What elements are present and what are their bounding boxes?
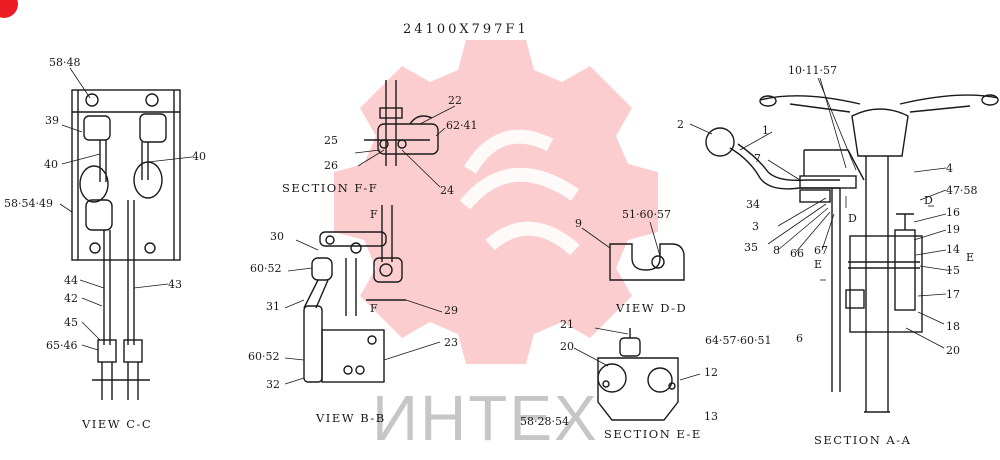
section-a-a <box>689 77 999 413</box>
callout: 58·54·49 <box>4 197 53 210</box>
drawing-title: 24100X797F1 <box>403 22 529 37</box>
callout: 40 <box>44 158 58 171</box>
callout: 10·11·57 <box>788 64 837 77</box>
callout: F <box>370 208 378 221</box>
callout: 21 <box>560 318 574 331</box>
callout: D <box>924 194 933 207</box>
caption-section-a-a: SECTION A-A <box>814 433 911 447</box>
view-c-c <box>59 67 193 400</box>
section-e-e <box>573 327 701 421</box>
callout: 19 <box>946 223 960 236</box>
callout: 60·52 <box>248 350 280 363</box>
callout: 15 <box>946 264 960 277</box>
callout: 16 <box>946 206 960 219</box>
caption-section-e-e: SECTION E-E <box>604 427 702 441</box>
callout: 12 <box>704 366 718 379</box>
callout: 2 <box>677 118 684 131</box>
callout: 24 <box>440 184 454 197</box>
callout: 1 <box>762 124 769 137</box>
callout: E <box>814 258 822 271</box>
callout: 58·28·54 <box>520 415 569 428</box>
callout: 62·41 <box>446 119 478 132</box>
callout: 25 <box>324 134 338 147</box>
callout: 23 <box>444 336 458 349</box>
callout: 31 <box>266 300 280 313</box>
caption-view-c-c: VIEW C-C <box>81 417 152 431</box>
callout: D <box>848 212 857 225</box>
view-c-c-labels: 58·48 39 40 40 58·54·49 44 43 42 45 65·4… <box>4 56 206 352</box>
callout: 18 <box>946 320 960 333</box>
callout: 22 <box>448 94 462 107</box>
callout: 51·60·57 <box>622 208 671 221</box>
callout: 13 <box>704 410 718 423</box>
callout: 64·57·60·51 <box>705 334 771 347</box>
callout: 20 <box>560 340 574 353</box>
callout: 66 <box>790 247 804 260</box>
callout: 30 <box>270 230 284 243</box>
callout: 39 <box>45 114 59 127</box>
caption-view-d-d: VIEW D-D <box>615 301 687 315</box>
watermark-emblem-icon <box>459 129 580 256</box>
callout: 9 <box>575 217 582 230</box>
callout: 14 <box>946 243 960 256</box>
callout: 3 <box>752 220 759 233</box>
callout: 60·52 <box>250 262 282 275</box>
callout: 44 <box>64 274 78 287</box>
callout: 67 <box>814 244 828 257</box>
callout: 58·48 <box>49 56 81 69</box>
view-d-d-labels: 9 51·60·57 <box>575 208 671 230</box>
callout: 17 <box>946 288 960 301</box>
callout: 47·58 <box>946 184 978 197</box>
callout: 35 <box>744 241 758 254</box>
caption-view-b-b: VIEW B-B <box>315 411 386 425</box>
callout: 45 <box>64 316 78 329</box>
corner-logo-icon <box>0 0 18 18</box>
callout: 42 <box>64 292 78 305</box>
view-b-b-labels: F 30 60·52 31 29 F 60·52 23 32 <box>248 208 458 391</box>
callout: 29 <box>444 304 458 317</box>
callout: 20 <box>946 344 960 357</box>
watermark-text: ИНТЕХ <box>372 382 599 454</box>
view-b-b <box>284 205 443 385</box>
callout: 4 <box>946 162 953 175</box>
callout: 6 <box>796 332 803 345</box>
view-d-d <box>581 221 685 281</box>
section-e-e-labels: 21 20 64·57·60·51 12 58·28·54 13 <box>520 318 771 428</box>
callout: 40 <box>192 150 206 163</box>
section-f-f-labels: 22 62·41 25 26 24 <box>324 94 478 197</box>
callout: 8 <box>773 244 780 257</box>
watermark-gear-icon <box>334 40 658 364</box>
callout: 32 <box>266 378 280 391</box>
callout: F <box>370 302 378 315</box>
section-a-a-labels: 10·11·57 2 1 7 4 47·58 34 D D 16 3 19 35… <box>677 64 978 357</box>
section-f-f <box>354 80 456 188</box>
callout: 65·46 <box>46 339 78 352</box>
callout: 34 <box>746 198 760 211</box>
callout: 43 <box>168 278 182 291</box>
callout: E <box>966 251 974 264</box>
callout: 26 <box>324 159 338 172</box>
caption-section-f-f: SECTION F-F <box>282 181 378 195</box>
callout: 7 <box>754 152 761 165</box>
